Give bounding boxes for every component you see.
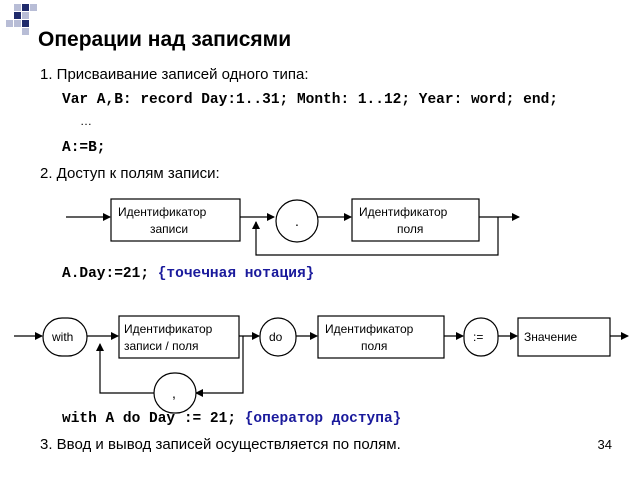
diagram2-do-keyword: do	[269, 330, 283, 344]
code-dot: A.Day:=21;	[62, 266, 150, 282]
deco-square	[14, 4, 21, 11]
diagram1-box1-line1: Идентификатор	[118, 205, 207, 219]
deco-square	[6, 20, 13, 27]
diagram1-box2-line2: поля	[397, 222, 423, 236]
diagram2-assign: :=	[473, 330, 483, 344]
slide-title: Операции над записями	[38, 28, 292, 51]
comment-dot-notation: {точечная нотация}	[157, 266, 315, 282]
diagram1-box2-line1: Идентификатор	[359, 205, 448, 219]
diagram2-box2-line1: Идентификатор	[325, 322, 414, 336]
deco-square	[30, 4, 37, 11]
diagram2-value: Значение	[524, 330, 578, 344]
diagram1-box1-line2: записи	[150, 222, 188, 236]
deco-square	[14, 20, 21, 27]
code-with-statement: with A do Day := 21; {оператор доступа}	[62, 411, 401, 427]
comment-with: {оператор доступа}	[244, 411, 402, 427]
deco-square	[22, 12, 29, 19]
deco-square	[22, 20, 29, 27]
diagram2-box2-line2: поля	[361, 339, 387, 353]
code-dot-notation: A.Day:=21; {точечная нотация}	[62, 266, 314, 282]
diagram2-box1-line1: Идентификатор	[124, 322, 213, 336]
diagram2-box1-line2: записи / поля	[124, 339, 199, 353]
item-3: 3. Ввод и вывод записей осуществляется п…	[40, 436, 401, 453]
deco-square	[22, 4, 29, 11]
diagram2-comma: ,	[172, 385, 176, 401]
item-1: 1. Присваивание записей одного типа:	[40, 66, 309, 83]
code-declaration: Var A,B: record Day:1..31; Month: 1..12;…	[62, 92, 558, 108]
page-number: 34	[597, 437, 612, 452]
diagram1-dot: .	[295, 213, 299, 229]
code-with: with A do Day := 21;	[62, 411, 237, 427]
deco-square	[14, 12, 21, 19]
diagram2-with-keyword: with	[51, 330, 73, 344]
code-assign: A:=B;	[62, 140, 106, 156]
item-2: 2. Доступ к полям записи:	[40, 165, 220, 182]
deco-square	[22, 28, 29, 35]
ellipsis: …	[80, 114, 92, 128]
